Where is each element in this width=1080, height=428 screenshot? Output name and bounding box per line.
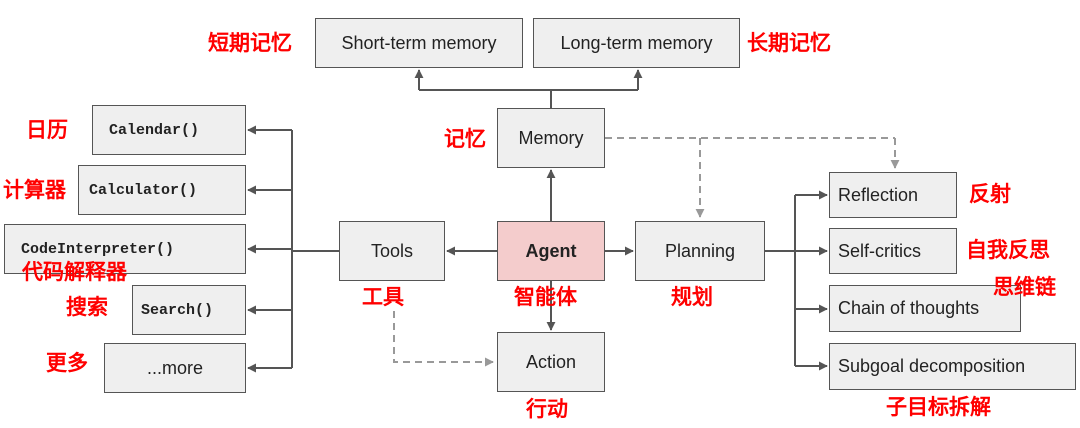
calculator-box: Calculator() (78, 165, 246, 215)
action-annotation: 行动 (526, 397, 568, 421)
long-term-memory-box: Long-term memory (533, 18, 740, 68)
search-annotation: 搜索 (66, 295, 108, 319)
agent-box: Agent (497, 221, 605, 281)
long-term-memory-annotation: 长期记忆 (747, 31, 831, 55)
more-annotation: 更多 (46, 351, 88, 375)
search-box: Search() (132, 285, 246, 335)
action-box: Action (497, 332, 605, 392)
short-term-memory-annotation: 短期记忆 (208, 31, 292, 55)
planning-box: Planning (635, 221, 765, 281)
self-critics-box: Self-critics (829, 228, 957, 274)
subgoal-decomposition-annotation: 子目标拆解 (886, 395, 991, 419)
code-interpreter-annotation: 代码解释器 (22, 260, 127, 284)
self-critics-annotation: 自我反思 (966, 238, 1050, 262)
chain-of-thoughts-box: Chain of thoughts (829, 285, 1021, 332)
calendar-box: Calendar() (92, 105, 246, 155)
more-box: ...more (104, 343, 246, 393)
memory-box: Memory (497, 108, 605, 168)
calculator-annotation: 计算器 (3, 178, 66, 202)
memory-annotation: 记忆 (444, 127, 486, 151)
subgoal-decomposition-box: Subgoal decomposition (829, 343, 1076, 390)
dashed-arrow-tools-to-action (393, 311, 494, 367)
agent-annotation: 智能体 (514, 285, 577, 309)
short-term-memory-box: Short-term memory (315, 18, 523, 68)
code-interpreter-box: CodeInterpreter() (4, 224, 246, 274)
tools-annotation: 工具 (362, 285, 404, 309)
chain-of-thoughts-annotation: 思维链 (993, 275, 1056, 299)
planning-annotation: 规划 (671, 285, 713, 309)
calendar-annotation: 日历 (26, 118, 68, 142)
reflection-box: Reflection (829, 172, 957, 218)
reflection-annotation: 反射 (969, 182, 1011, 206)
tools-box: Tools (339, 221, 445, 281)
